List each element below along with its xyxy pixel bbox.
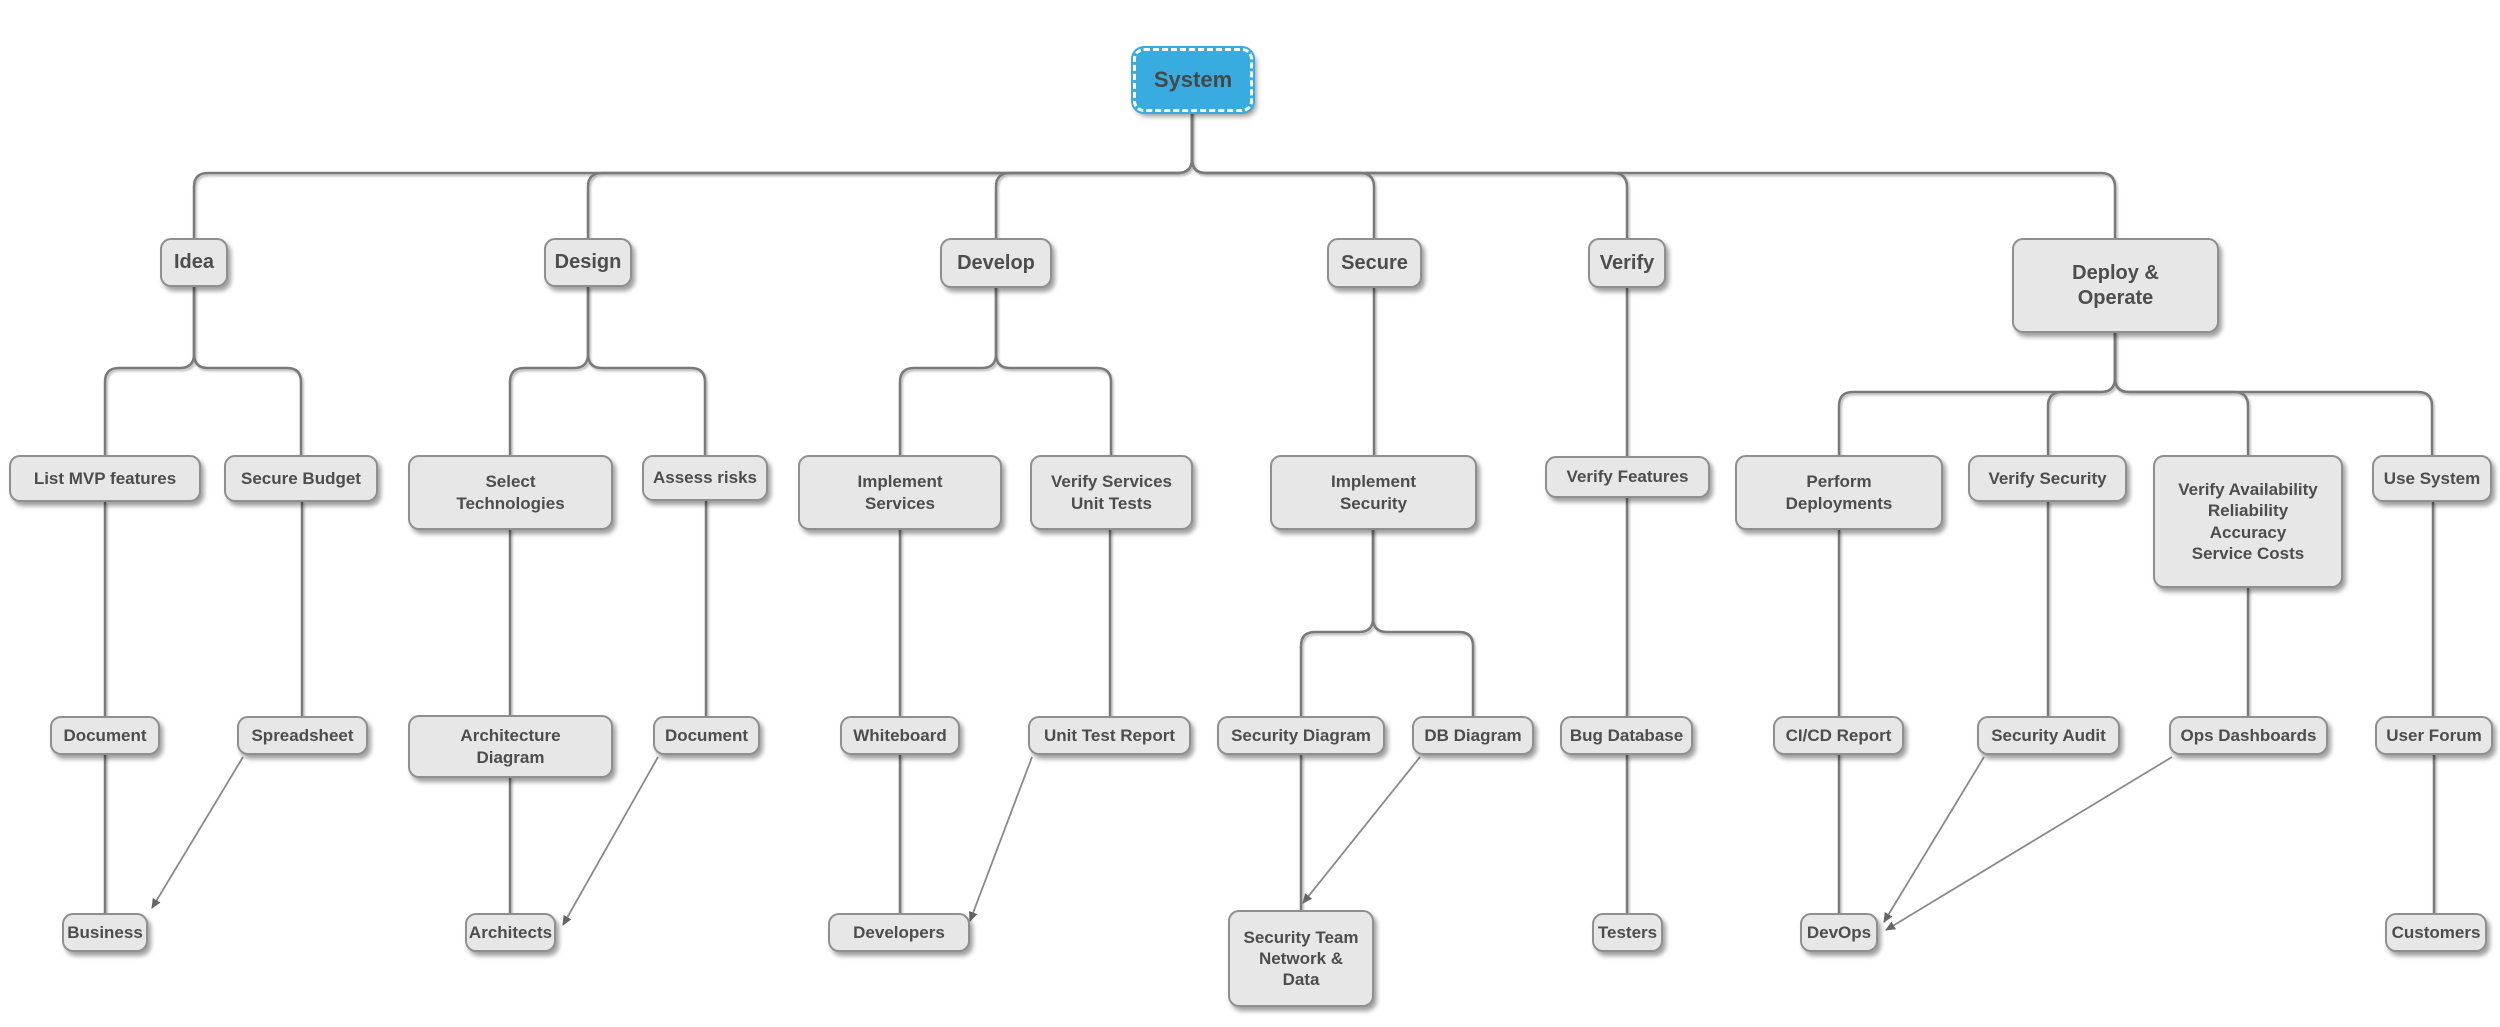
tree-edges [103,110,2436,915]
node-verify[interactable]: Verify [1588,238,1666,288]
node-develop[interactable]: Develop [940,238,1052,288]
node-document-design[interactable]: Document [653,716,760,755]
node-secure[interactable]: Secure [1327,238,1422,288]
node-select-technologies[interactable]: Select Technologies [408,455,613,530]
arrow-links [151,756,2173,931]
node-idea[interactable]: Idea [160,238,228,287]
node-system[interactable]: System [1133,48,1253,112]
node-ops-dashboards[interactable]: Ops Dashboards [2169,716,2328,755]
node-verify-availability[interactable]: Verify Availability Reliability Accuracy… [2153,455,2343,588]
node-verify-features[interactable]: Verify Features [1545,456,1710,498]
node-customers[interactable]: Customers [2385,913,2487,952]
node-verify-security[interactable]: Verify Security [1968,455,2127,502]
node-db-diagram[interactable]: DB Diagram [1412,716,1534,755]
node-security-team[interactable]: Security Team Network & Data [1228,910,1374,1007]
node-spreadsheet[interactable]: Spreadsheet [237,716,368,755]
node-document-idea[interactable]: Document [50,716,160,755]
node-user-forum[interactable]: User Forum [2375,716,2493,755]
node-use-system[interactable]: Use System [2372,455,2492,502]
node-testers[interactable]: Testers [1592,913,1663,952]
node-implement-security[interactable]: Implement Security [1270,455,1477,530]
node-secure-budget[interactable]: Secure Budget [224,455,378,502]
node-business[interactable]: Business [62,913,148,952]
node-devops[interactable]: DevOps [1800,913,1878,952]
node-unit-test-report[interactable]: Unit Test Report [1028,716,1191,755]
node-deploy-operate[interactable]: Deploy & Operate [2012,238,2219,333]
node-design[interactable]: Design [544,238,632,287]
node-implement-services[interactable]: Implement Services [798,455,1002,530]
node-cicd-report[interactable]: CI/CD Report [1773,716,1904,755]
node-architecture-diagram[interactable]: Architecture Diagram [408,715,613,778]
node-bug-database[interactable]: Bug Database [1560,716,1693,755]
node-whiteboard[interactable]: Whiteboard [840,716,960,755]
node-developers[interactable]: Developers [828,913,970,952]
node-security-audit[interactable]: Security Audit [1977,716,2120,755]
node-list-mvp-features[interactable]: List MVP features [9,455,201,502]
node-perform-deployments[interactable]: Perform Deployments [1735,455,1943,530]
node-security-diagram[interactable]: Security Diagram [1217,716,1385,755]
node-assess-risks[interactable]: Assess risks [642,455,768,501]
node-architects[interactable]: Architects [465,913,556,952]
node-verify-services-unit-tests[interactable]: Verify Services Unit Tests [1030,455,1193,530]
